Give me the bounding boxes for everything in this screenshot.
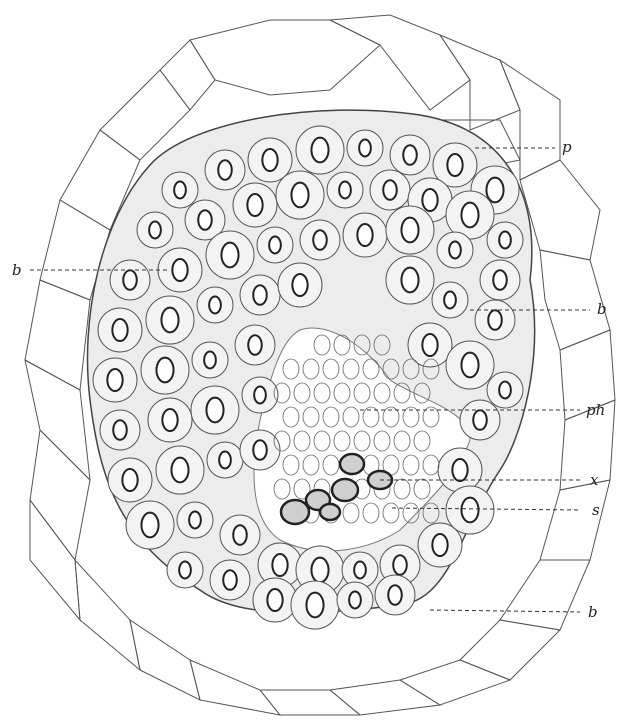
label-p: p bbox=[562, 138, 572, 156]
label-ph: ph bbox=[586, 401, 605, 419]
label-b-left: b bbox=[12, 261, 22, 279]
label-b-right: b bbox=[597, 300, 607, 318]
label-x: x bbox=[590, 471, 599, 489]
label-b-bottom: b bbox=[588, 603, 598, 621]
label-s: s bbox=[592, 501, 600, 519]
